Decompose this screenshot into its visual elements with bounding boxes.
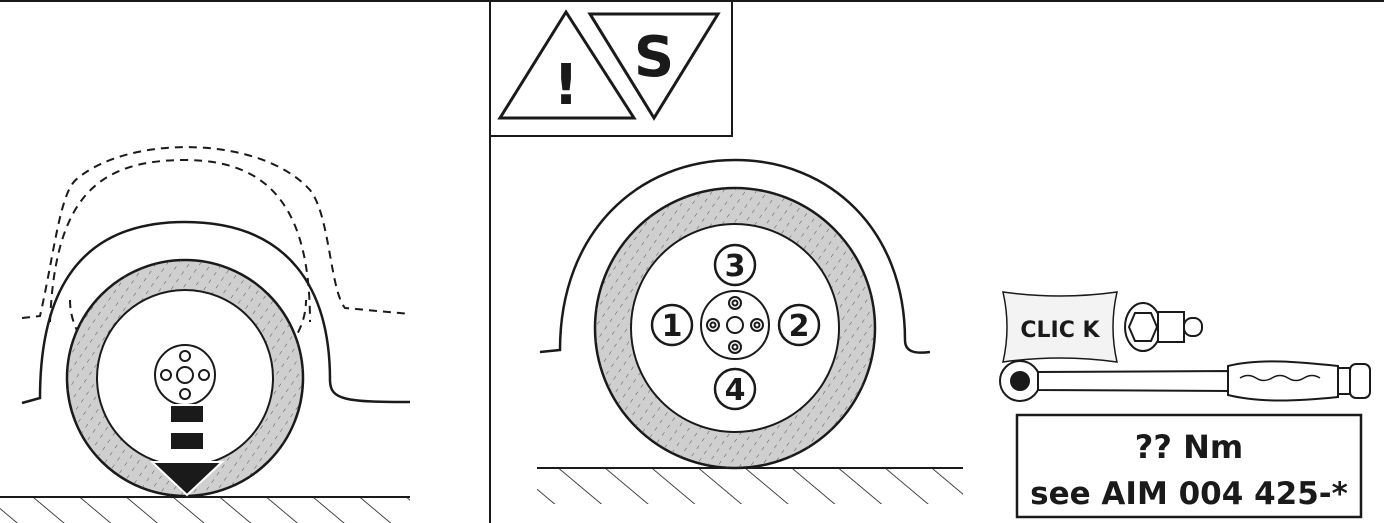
torque-reference: see AIM 004 425-*: [1030, 476, 1348, 512]
raised-arch-inner: [49, 158, 311, 323]
ground-hatch: [0, 497, 410, 523]
safety-s-mark: S: [634, 25, 674, 90]
hub-center: [176, 366, 194, 384]
order-label-2: 2: [789, 309, 810, 344]
order-label-4: 4: [725, 373, 746, 408]
warning-triangle-icon: [497, 9, 637, 120]
wheel-nuts: [706, 296, 764, 354]
wheel-arch: [21, 220, 411, 405]
hub-center: [726, 316, 744, 334]
socket-icon: [1124, 302, 1203, 352]
torque-wrench-icon: [999, 360, 1371, 402]
order-circle-4: [713, 367, 757, 411]
torque-tool-panel: CLIC K ?? Nm see AIM 004 425-*: [999, 291, 1371, 519]
warning-mark: !: [553, 53, 579, 118]
torque-spec-box: [1015, 413, 1363, 519]
order-label-3: 3: [725, 249, 746, 284]
wheel-nuts: [160, 350, 210, 400]
order-circle-3: [713, 243, 757, 287]
order-label-1: 1: [662, 309, 683, 344]
tightening-order-labels: 1 2 3 4: [650, 243, 821, 411]
wheel-arch: [539, 158, 931, 354]
safety-triangle-icon: [587, 12, 721, 121]
tightening-panel: ! S 1 2 3 4: [489, 0, 963, 523]
order-circle-2: [777, 303, 821, 347]
lower-arrow-icon: [149, 404, 225, 497]
ground-hatch: [537, 468, 963, 504]
click-label: CLIC K: [1020, 318, 1100, 343]
order-circle-1: [650, 303, 694, 347]
lowering-panel: [0, 146, 411, 523]
click-badge: [1002, 291, 1118, 363]
torque-value: ?? Nm: [1135, 428, 1243, 466]
